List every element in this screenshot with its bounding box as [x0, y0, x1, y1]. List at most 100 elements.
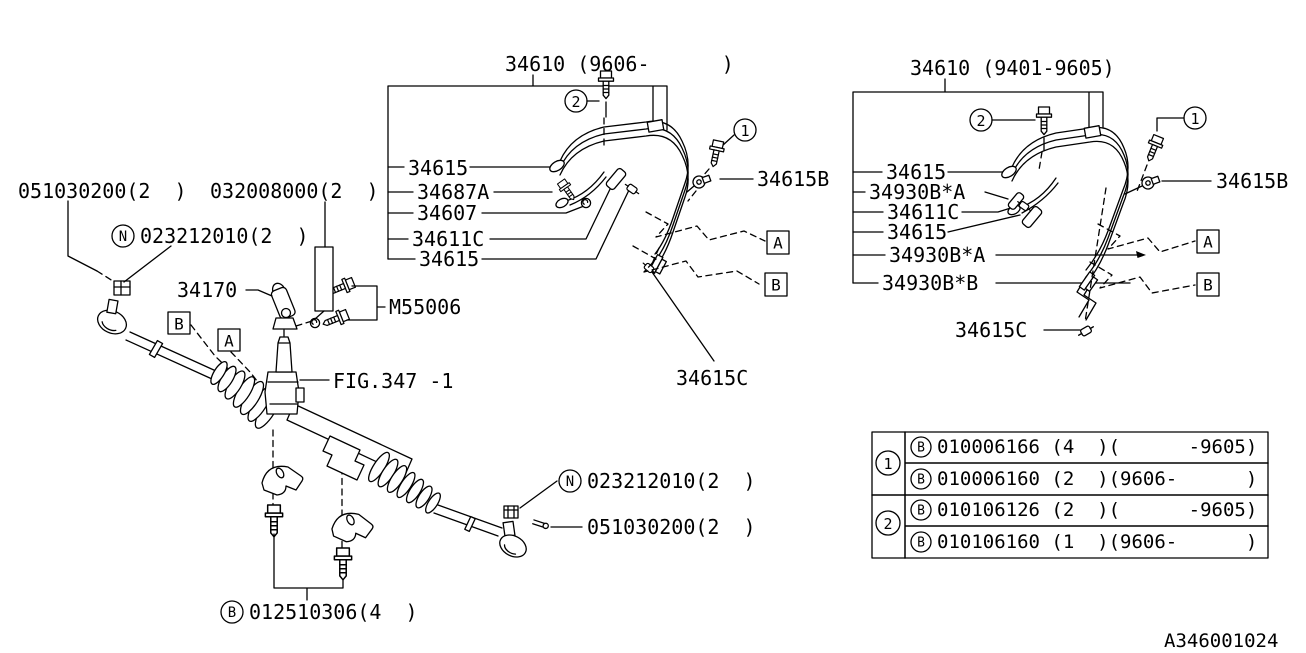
table-key-circle-1	[875, 450, 901, 476]
table-key-circle-2	[875, 510, 901, 536]
dashed-routing-new	[603, 117, 766, 285]
prefix-letter: N	[566, 474, 574, 490]
bellows-right	[368, 451, 441, 514]
joint-bolts	[309, 275, 386, 332]
part-label: 34930B*A	[889, 243, 985, 267]
part-label: 34930B*A	[869, 180, 965, 204]
table-cell: 010106126 (2 )( -9605)	[937, 499, 1257, 521]
hose-junction-clip	[1083, 125, 1102, 139]
pipe-34611c-icon	[605, 167, 627, 191]
bolt-icon	[705, 138, 727, 169]
hoses-old	[1001, 125, 1143, 321]
tie-rod-left	[96, 280, 217, 380]
part-label: 34607	[417, 201, 477, 225]
clamp-bracket-icon	[330, 511, 375, 544]
rack-leader-lines	[67, 200, 583, 528]
part-label: 051030200(2 )	[587, 515, 756, 539]
table-cell: 010006160 (2 )(9606- )	[937, 468, 1257, 490]
route-box-b-old	[1196, 272, 1220, 297]
route-letter: B	[1203, 276, 1213, 295]
route-box-a-new	[766, 230, 790, 255]
callout-number: 2	[976, 112, 985, 130]
callout-bracket-new	[387, 74, 668, 260]
mount-brackets	[261, 465, 375, 601]
part-label: 012510306(4 )	[249, 600, 418, 624]
table-key: 2	[883, 515, 892, 533]
part-label: 023212010(2 )	[140, 224, 309, 248]
part-label: 051030200(2 )	[18, 179, 187, 203]
part-label: 34615	[887, 220, 947, 244]
prefix-letter: B	[228, 605, 236, 621]
leader-lines-new	[469, 166, 754, 362]
part-label: 34615	[419, 247, 479, 271]
route-box-a-rack	[217, 328, 241, 352]
callout-2-old	[969, 106, 1053, 151]
part-label: 34170	[177, 278, 237, 302]
prefix-letter: N	[119, 229, 127, 245]
leader-lines-old	[947, 171, 1212, 331]
table-key: 1	[883, 455, 892, 473]
valve-housing	[264, 336, 305, 415]
table-prefix-circle	[910, 499, 932, 521]
castle-nut-icon	[113, 280, 131, 296]
part-label: M55006	[389, 295, 461, 319]
hose-assembly-new	[387, 70, 790, 362]
figure-reference: FIG.347 -1	[333, 369, 453, 393]
part-label: 34611C	[412, 227, 484, 251]
route-letter: B	[771, 276, 781, 295]
castle-nut-icon	[503, 505, 519, 519]
route-letter: B	[174, 315, 184, 334]
route-letter: A	[773, 234, 783, 253]
table-prefix: B	[917, 536, 925, 551]
part-label: 34615C	[955, 318, 1027, 342]
part-label: 34687A	[417, 180, 489, 204]
part-label: 34611C	[887, 200, 959, 224]
callout-number: 2	[571, 93, 580, 111]
hose-junction-clip	[646, 119, 665, 133]
pipe-34611c-icon	[1021, 205, 1043, 229]
dashed-routing-old	[1038, 151, 1196, 323]
washer-icon	[309, 317, 321, 329]
bolt-icon	[1035, 106, 1053, 136]
tie-rod-right	[433, 504, 549, 558]
stay-bracket	[314, 246, 334, 320]
hose-assembly-old	[852, 78, 1220, 339]
labels-layer: 34610 (9606- ) 34610 (9401-9605) 34615 3…	[18, 52, 1288, 652]
nut-prefix-circle-top	[111, 224, 135, 248]
table-cell: 010106160 (1 )(9606- )	[937, 531, 1257, 553]
callout-number: 1	[1190, 110, 1199, 128]
clamp-34615c-icon	[1076, 323, 1096, 339]
hose-clamp-icon	[622, 181, 642, 197]
callout-number: 1	[740, 122, 749, 140]
union-washer-icon	[580, 197, 592, 209]
route-box-a-old	[1196, 229, 1220, 254]
table-prefix: B	[917, 473, 925, 488]
diagram-number: A346001024	[1164, 630, 1278, 652]
table-prefix: B	[917, 504, 925, 519]
route-box-b-new	[764, 272, 788, 297]
steering-rack-assembly	[67, 200, 583, 624]
table-prefix: B	[917, 441, 925, 456]
table-prefix-circle	[910, 436, 932, 458]
fastener-table	[871, 431, 1269, 559]
tube-saddle-bracket	[322, 435, 365, 481]
route-letter: A	[224, 332, 234, 351]
bracket-bolt-icon	[264, 504, 284, 538]
part-label: 34615C	[676, 366, 748, 390]
part-label: 34615B	[1216, 169, 1288, 193]
part-label: 34930B*B	[882, 271, 978, 295]
route-letter: A	[1203, 233, 1213, 252]
leader-arrowhead	[1136, 251, 1146, 258]
part-label: 032008000(2 )	[210, 179, 379, 203]
table-cell: 010006166 (4 )( -9605)	[937, 436, 1257, 458]
cotter-pin-icon	[532, 519, 549, 530]
bolt-icon	[1141, 133, 1166, 165]
callout-bracket-old	[852, 78, 1104, 284]
nut-prefix-circle-bottom	[558, 469, 582, 493]
callout-1-new	[705, 118, 757, 169]
universal-joint	[270, 282, 298, 330]
route-box-b-rack	[167, 311, 191, 335]
part-label: 34615	[408, 156, 468, 180]
part-label: 34615	[886, 160, 946, 184]
